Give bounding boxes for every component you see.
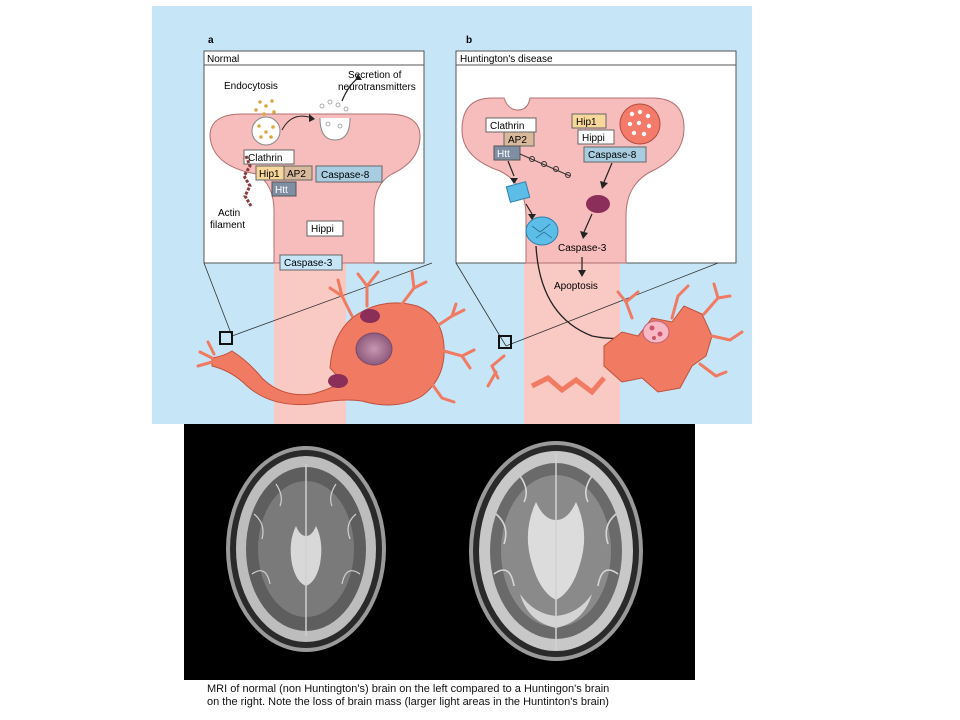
secretion-label-2: neurotransmitters	[338, 82, 416, 93]
hip1-label-a: Hip1	[259, 169, 280, 180]
apoptosis-label: Apoptosis	[554, 281, 598, 292]
panel-b-letter: b	[466, 35, 472, 46]
mri-huntington-brain	[469, 441, 643, 661]
nucleus-b	[642, 320, 670, 344]
panel-b: b Huntington's disease Clathrin AP2 Htt …	[455, 35, 744, 424]
htt-aggregate	[525, 216, 559, 246]
hip1-box-b	[571, 113, 607, 129]
caspase3-box-a	[279, 254, 343, 271]
zoom-box-a	[219, 331, 233, 345]
actin-label-1: Actin	[218, 208, 240, 219]
caspase8-label-b: Caspase-8	[588, 150, 637, 161]
panel-a-letter: a	[208, 35, 214, 46]
hippi-box-a	[306, 220, 344, 237]
mri-comparison-image	[184, 424, 695, 680]
degenerating-axon	[530, 375, 606, 396]
degenerating-neuron-body	[603, 305, 713, 393]
htt-label-b: Htt	[497, 149, 510, 160]
mitochondrion-a2	[328, 374, 348, 388]
clathrin-label-a: Clathrin	[248, 153, 282, 164]
hippi-box-b	[577, 129, 615, 145]
actin-label-2: filament	[210, 220, 245, 231]
caption-line-2: on the right. Note the loss of brain mas…	[207, 696, 609, 708]
caption-line-1: MRI of normal (non Huntington's) brain o…	[207, 683, 610, 695]
clathrin-box-a	[243, 149, 295, 165]
caspase8-label-a: Caspase-8	[321, 170, 370, 181]
panel-b-title: Huntington's disease	[460, 54, 553, 65]
mri-svg	[226, 441, 643, 661]
mri-normal-brain	[226, 446, 386, 652]
normal-neuron-body	[211, 302, 445, 406]
htt-label-a: Htt	[275, 185, 288, 196]
zoom-box-b	[498, 335, 512, 349]
ap2-box-a	[283, 165, 313, 181]
nucleus-a	[355, 332, 393, 366]
hip1-label-b: Hip1	[576, 117, 597, 128]
secretion-label-1: Secretion of	[348, 70, 402, 81]
mitochondrion-b	[586, 195, 610, 213]
htt-box-a	[271, 181, 297, 197]
hippi-label-b: Hippi	[582, 133, 605, 144]
caspase3-label-b: Caspase-3	[558, 243, 607, 254]
endocytosis-label: Endocytosis	[224, 81, 278, 92]
mitochondrion-a1	[360, 309, 380, 323]
endocytosis-dots	[254, 99, 276, 139]
granule-dots	[627, 109, 652, 137]
secretion-vesicle	[319, 117, 351, 141]
caspase3-label-a: Caspase-3	[284, 258, 333, 269]
secretion-dots	[319, 99, 349, 129]
hippi-label-a: Hippi	[311, 224, 334, 235]
htt-fragment	[505, 181, 531, 203]
ap2-label-a: AP2	[287, 169, 306, 180]
panel-a: a Normal Endocytosis Secretion of neurot…	[196, 35, 476, 424]
axon-stem-b	[524, 260, 620, 424]
caspase8-box-b	[583, 146, 647, 163]
diagram-svg: a Normal Endocytosis Secretion of neurot…	[196, 35, 744, 424]
normal-neuron-dendrites	[196, 270, 476, 404]
clathrin-label-b: Clathrin	[490, 121, 524, 132]
htt-box-b	[493, 145, 521, 161]
actin-filament	[242, 155, 253, 207]
caspase8-box-a	[315, 165, 383, 183]
ap2-label-b: AP2	[508, 135, 527, 146]
huntington-diagram-figure: a Normal Endocytosis Secretion of neurot…	[152, 6, 752, 424]
degenerating-dendrites	[486, 282, 744, 388]
panel-a-title: Normal	[207, 54, 239, 65]
polyq-chain	[519, 153, 571, 178]
